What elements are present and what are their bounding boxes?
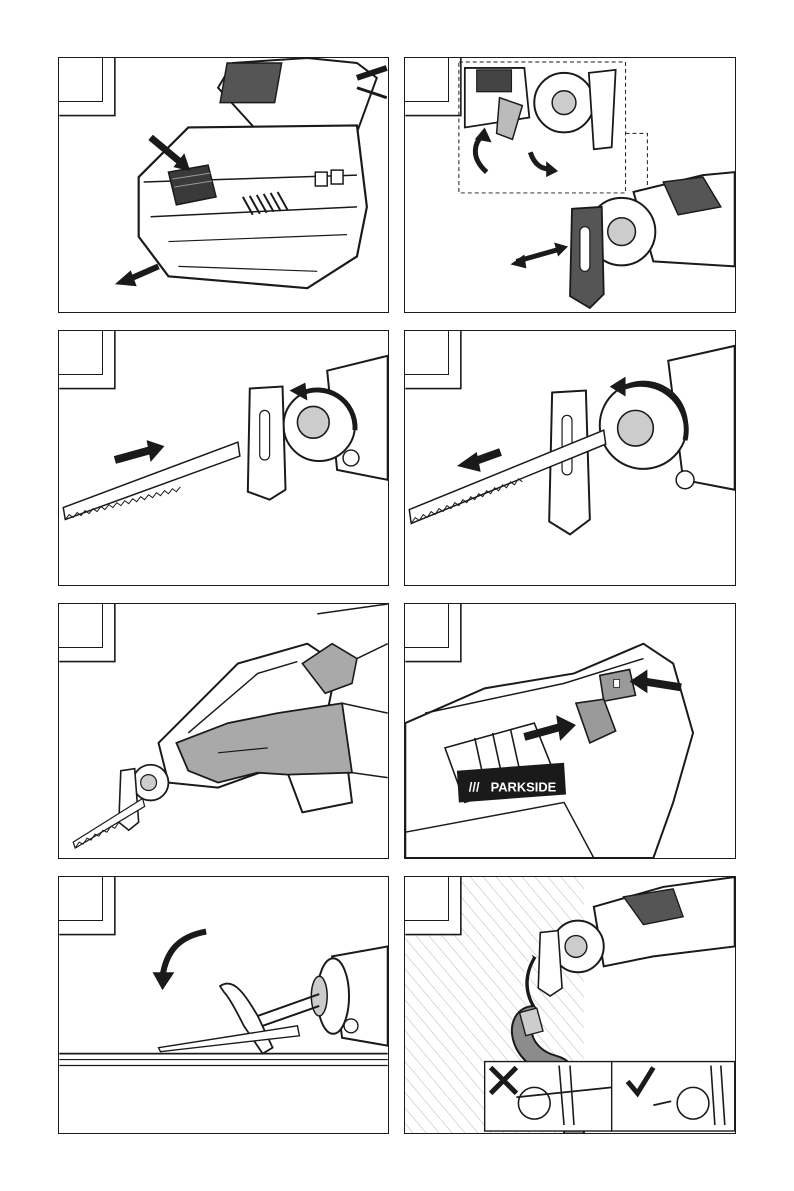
figure-number: [59, 58, 103, 102]
shoe-adjustment-illustration: [405, 58, 735, 312]
figure-number: [59, 877, 103, 921]
switch-lock-illustration: /// PARKSIDE: [405, 604, 735, 858]
figure-number: [405, 58, 449, 102]
figure-panel-3: [58, 330, 389, 586]
figure-panel-5: [58, 603, 389, 859]
pipe-cut-illustration: [405, 877, 735, 1133]
figure-number: [405, 877, 449, 921]
brand-mark: ///: [469, 780, 480, 795]
figure-panel-6: /// PARKSIDE: [404, 603, 736, 859]
figure-panel-4: [404, 330, 736, 586]
figure-number: [405, 604, 449, 648]
figure-number: [405, 331, 449, 375]
blade-insert-illustration: [59, 331, 388, 585]
figure-number: [59, 604, 103, 648]
figure-number: [59, 331, 103, 375]
figure-panel-1: [58, 57, 389, 313]
flush-cut-illustration: [59, 877, 388, 1133]
figure-panel-8: [404, 876, 736, 1134]
figure-panel-7: [58, 876, 389, 1134]
brand-logo: PARKSIDE: [491, 780, 557, 795]
battery-removal-illustration: [59, 58, 388, 312]
figure-panel-2: [404, 57, 736, 313]
blade-remove-illustration: [405, 331, 735, 585]
two-hand-grip-illustration: [59, 604, 388, 858]
